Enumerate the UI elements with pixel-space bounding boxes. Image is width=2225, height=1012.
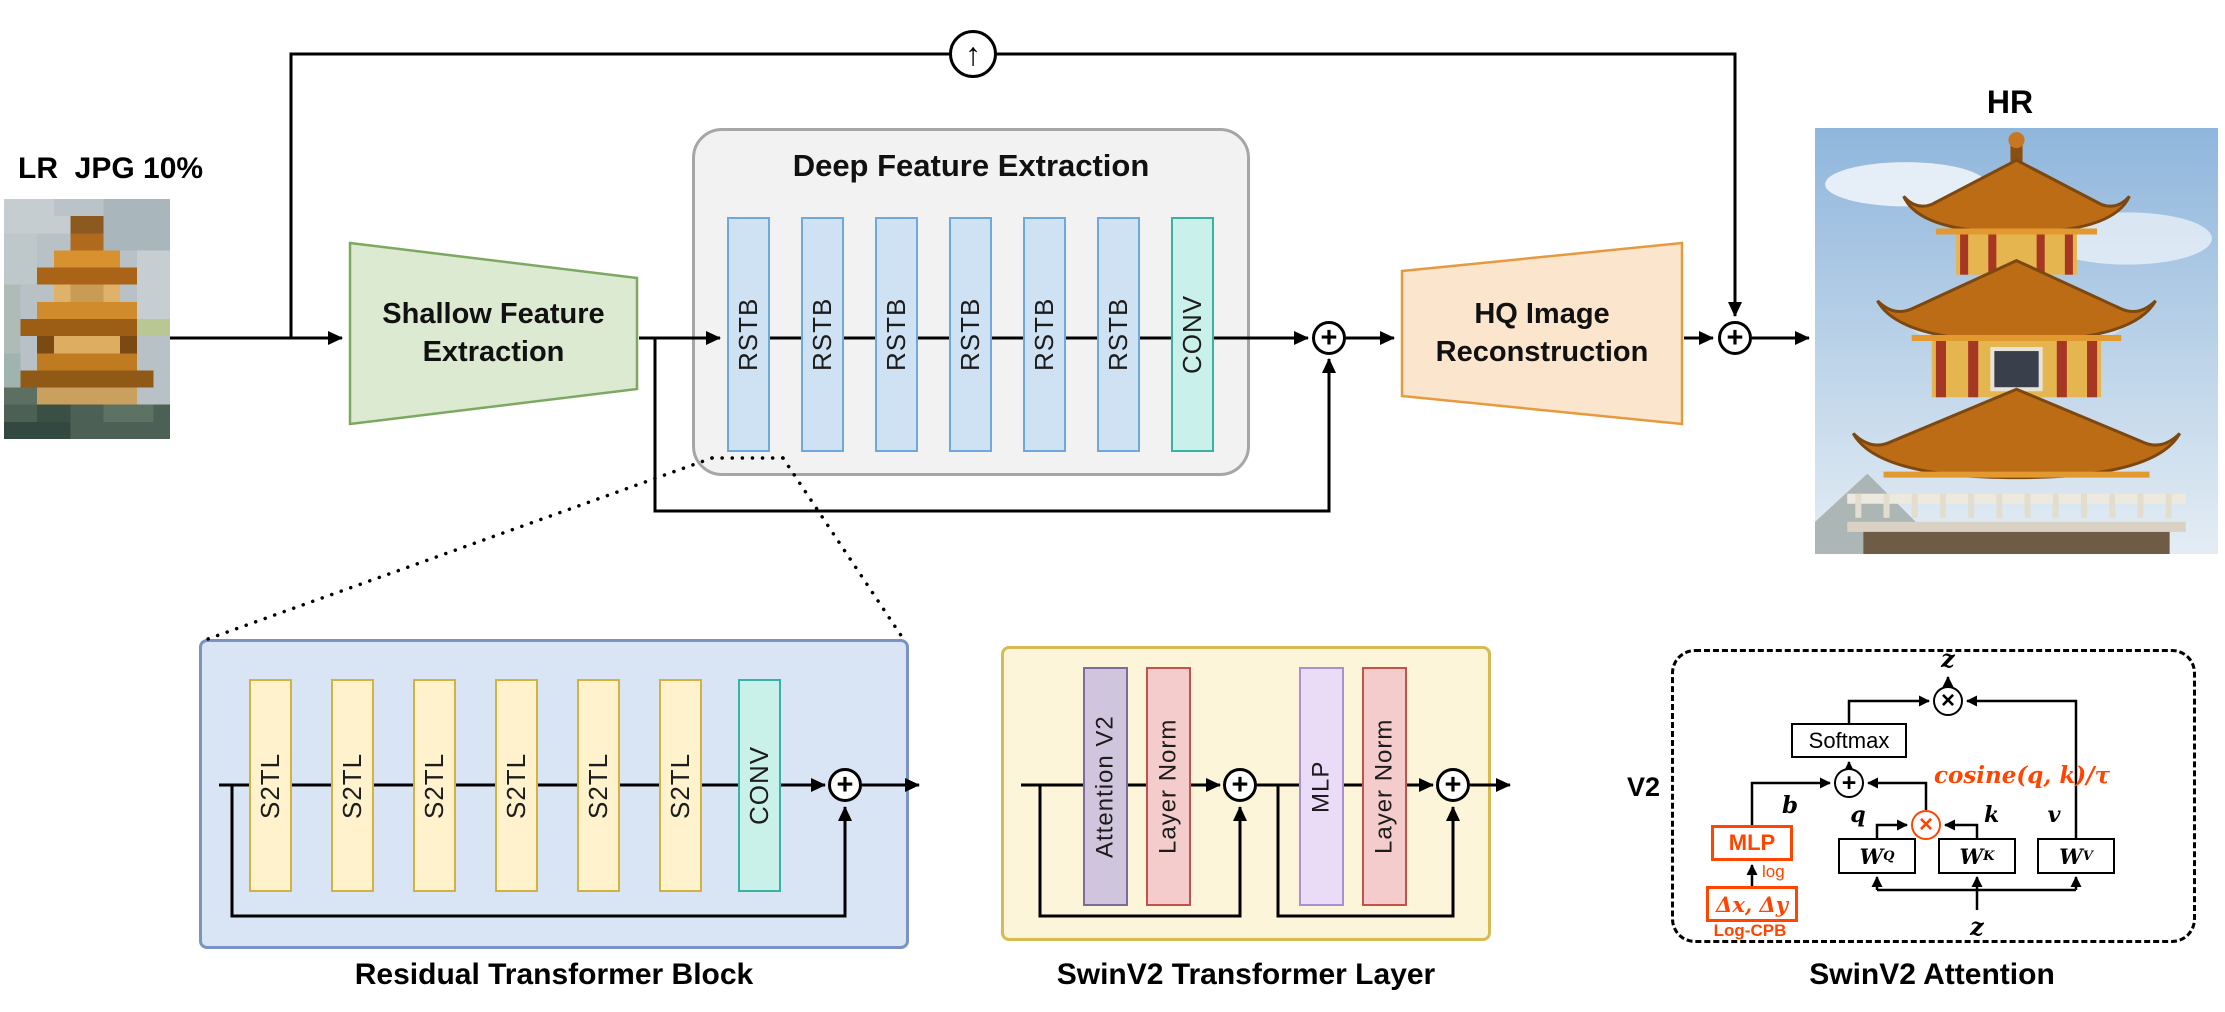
plus-icon: +	[836, 768, 854, 801]
shallow-feature-label: Shallow Feature Extraction	[382, 297, 605, 368]
attention-panel	[1671, 649, 2196, 943]
cosine-otimes-circle: ×	[1911, 810, 1941, 840]
v-label: v	[2047, 802, 2061, 828]
times-icon: ×	[1918, 811, 1933, 838]
b-label: b	[1781, 792, 1799, 819]
mlp-box: MLP	[1711, 825, 1793, 861]
zoom-dotted-left	[203, 456, 714, 642]
deep-skip-add-circle: +	[1312, 321, 1346, 355]
q-label: q	[1850, 802, 1866, 828]
z-bottom-label: z	[1970, 912, 1984, 941]
deep-conv-block: CONV	[1171, 217, 1214, 452]
rstb-block-1: RSTB	[727, 217, 770, 452]
plus-icon: +	[1444, 768, 1462, 801]
attention-caption: SwinV2 Attention	[1809, 958, 2055, 991]
layer-add-circle-2: +	[1436, 768, 1470, 802]
attention-add-circle: +	[1834, 768, 1864, 798]
s2tl-block-5: S2TL	[577, 679, 620, 892]
rstb-block-3: RSTB	[875, 217, 918, 452]
zoom-dotted-right	[781, 456, 906, 642]
log-label: log	[1762, 862, 1785, 881]
cosine-label: cosine(q, k)/τ	[1934, 762, 2111, 789]
rstb-block-5: RSTB	[1023, 217, 1066, 452]
layer-norm-block-2: Layer Norm	[1362, 667, 1407, 906]
rtb-panel	[199, 639, 909, 949]
rstb-block-6: RSTB	[1097, 217, 1140, 452]
up-arrow-icon: ↑	[965, 36, 981, 72]
mlp-block: MLP	[1299, 667, 1344, 906]
upsample-circle: ↑	[949, 30, 997, 78]
rtb-caption: Residual Transformer Block	[354, 958, 754, 991]
z-top-label: z	[1941, 644, 1955, 673]
s2tl-block-4: S2TL	[495, 679, 538, 892]
softmax-box: Softmax	[1791, 723, 1907, 758]
s2tl-block-2: S2TL	[331, 679, 374, 892]
hq-reconstruction-label: HQ Image Reconstruction	[1435, 297, 1649, 368]
k-label: k	[1984, 802, 2000, 828]
layer-add-circle-1: +	[1223, 768, 1257, 802]
plus-icon: +	[1726, 321, 1744, 354]
rstb-block-4: RSTB	[949, 217, 992, 452]
hr-label: HR	[1986, 84, 2034, 120]
plus-icon: +	[1841, 768, 1857, 797]
swin-layer-caption: SwinV2 Transformer Layer	[1056, 958, 1436, 991]
attention-v2-block: Attention V2	[1083, 667, 1128, 906]
v2-label: V2	[1626, 772, 1660, 802]
plus-icon: +	[1320, 321, 1338, 354]
rtb-conv-block: CONV	[738, 679, 781, 892]
lr-image	[4, 199, 170, 439]
rstb-block-2: RSTB	[801, 217, 844, 452]
lr-label: LR JPG 10%	[18, 152, 204, 185]
times-icon: ×	[1940, 687, 1955, 714]
global-skip-add-circle: +	[1718, 321, 1752, 355]
log-cpb-label: Log-CPB	[1713, 921, 1787, 940]
deep-feature-title: Deep Feature Extraction	[792, 148, 1150, 183]
attention-otimes-top-circle: ×	[1933, 686, 1963, 716]
layer-norm-block-1: Layer Norm	[1146, 667, 1191, 906]
s2tl-block-3: S2TL	[413, 679, 456, 892]
delta-box: Δx, Δy	[1706, 886, 1798, 922]
s2tl-block-1: S2TL	[249, 679, 292, 892]
rtb-add-circle: +	[828, 768, 862, 802]
s2tl-block-6: S2TL	[659, 679, 702, 892]
plus-icon: +	[1231, 768, 1249, 801]
hr-image	[1815, 128, 2218, 554]
